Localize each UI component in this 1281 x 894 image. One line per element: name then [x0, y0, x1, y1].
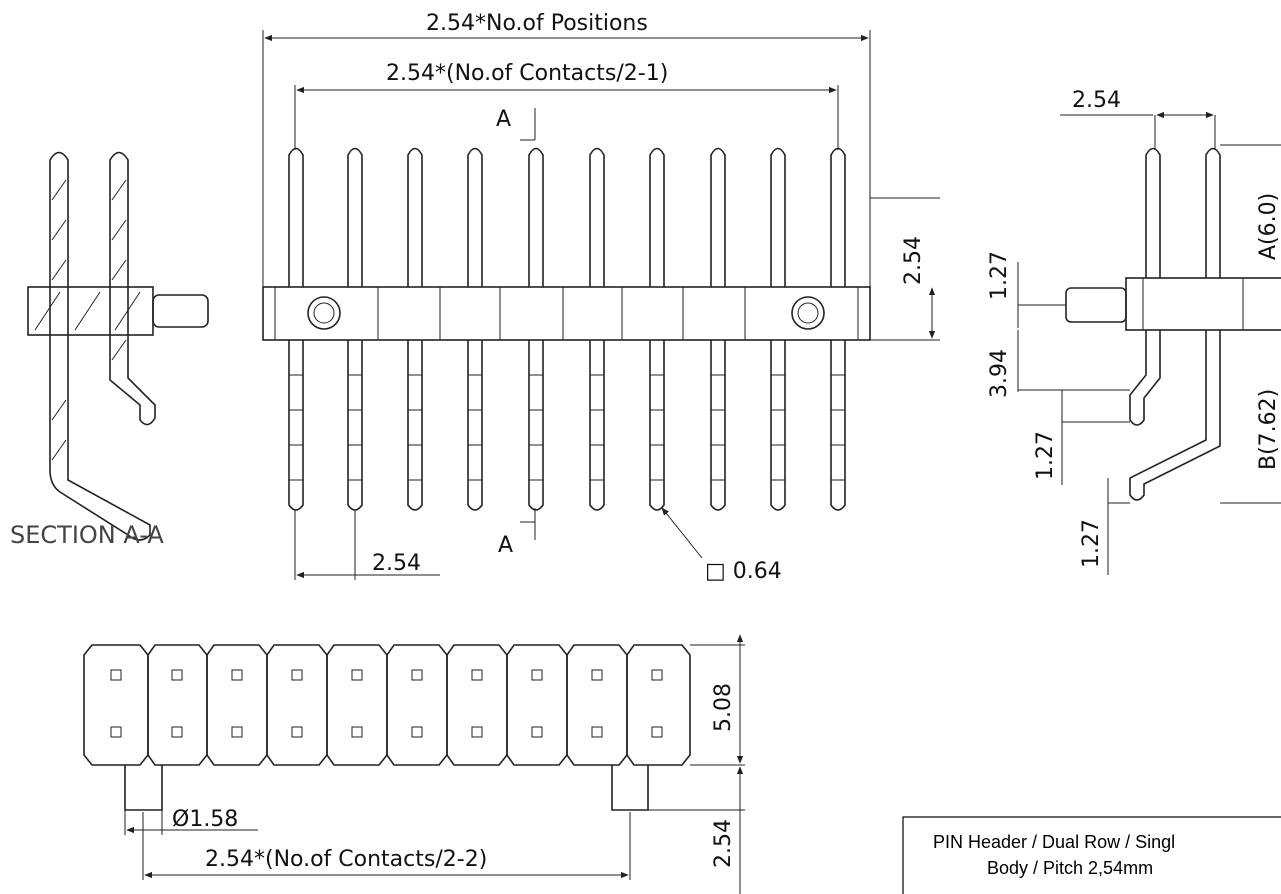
title-line-1: PIN Header / Dual Row / Singl: [933, 832, 1175, 852]
mounting-peg-left: [307, 296, 341, 330]
dim-pin-square: □ 0.64: [705, 559, 782, 584]
side-dim-4: 1.27: [1079, 519, 1104, 568]
section-mark-bottom: A: [498, 533, 513, 558]
bottom-dim-peg-diameter: Ø1.58: [172, 807, 238, 832]
side-dim-b: B(7.62): [1256, 389, 1281, 470]
side-view: 2.54 A(6.0) B(7.62) 1.27 3.94 1.27 1.27: [987, 88, 1281, 575]
bottom-dim-peg-offset: 2.54: [711, 819, 736, 868]
pin-square-grid: [110, 669, 663, 738]
title-block: PIN Header / Dual Row / Singl Body / Pit…: [902, 816, 1281, 894]
side-dim-1: 1.27: [987, 251, 1012, 300]
dim-total-length: 2.54*No.of Positions: [426, 11, 648, 36]
side-dim-2: 3.94: [987, 349, 1012, 398]
bottom-peg-left: [124, 765, 163, 811]
side-dim-a: A(6.0): [1256, 193, 1281, 260]
mounting-peg-right: [791, 296, 825, 330]
bottom-dim-peg-spacing: 2.54*(No.of Contacts/2-2): [205, 847, 487, 872]
bottom-peg-right: [611, 765, 649, 811]
title-line-2: Body / Pitch 2,54mm: [987, 858, 1153, 878]
side-dim-pitch: 2.54: [1072, 88, 1121, 113]
section-label: SECTION A-A: [10, 521, 164, 549]
pin-row: [288, 147, 846, 511]
bottom-view: 5.08 2.54 Ø1.58 2.54*(No.of Contacts/2-2…: [83, 634, 745, 894]
front-view: 2.54*No.of Positions 2.54*(No.of Contact…: [262, 11, 940, 584]
plastic-body: [262, 286, 871, 341]
dim-contacts-span: 2.54*(No.of Contacts/2-1): [386, 61, 668, 86]
bottom-dim-row-spacing: 5.08: [711, 683, 736, 732]
dim-pitch: 2.54: [372, 551, 421, 576]
dim-body-height: 2.54: [901, 236, 926, 285]
section-mark-top: A: [496, 107, 511, 132]
side-dim-3: 1.27: [1033, 431, 1058, 480]
side-body: [1125, 277, 1281, 331]
section-view: SECTION A-A: [10, 151, 209, 549]
